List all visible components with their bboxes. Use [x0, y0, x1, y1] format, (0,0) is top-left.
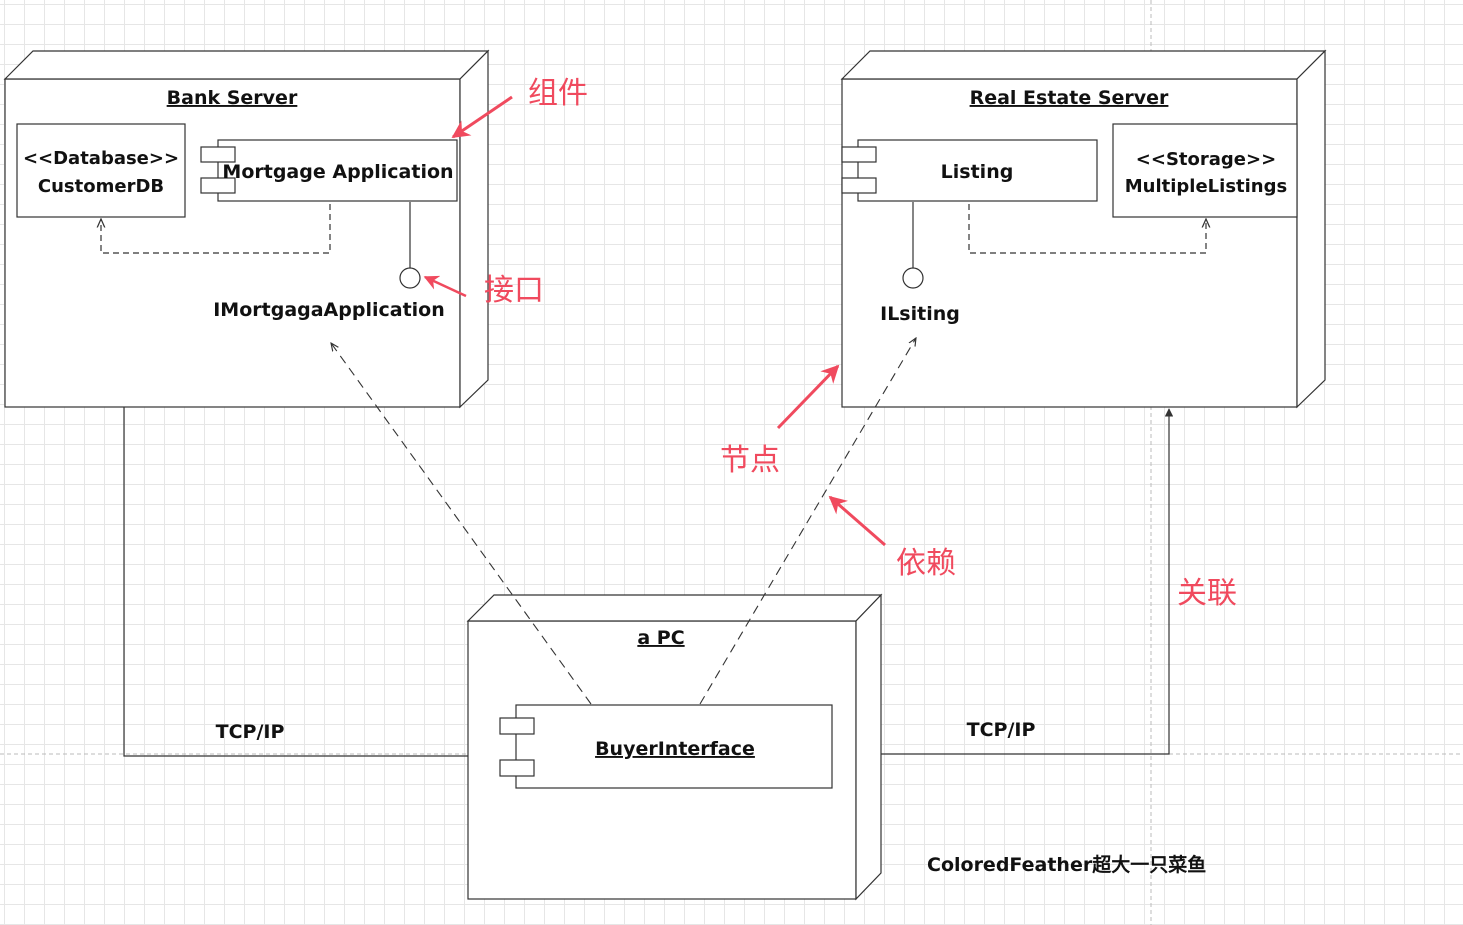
real-estate-server-title: Real Estate Server	[970, 87, 1169, 109]
mortgage-application-component[interactable]: Mortgage Application	[200, 139, 458, 202]
dependency-listing-storage	[968, 204, 1206, 254]
association-bank-pc	[123, 407, 468, 757]
dependency-buyer-ilisting	[699, 338, 916, 705]
association-pc-realestate	[881, 408, 1174, 755]
multiple-listings-name: MultipleListings	[1125, 176, 1287, 197]
component-port-icon	[841, 146, 877, 163]
annotation-arrow	[828, 495, 886, 547]
annotation-arrow	[423, 275, 467, 298]
interface-lollipop-icon	[399, 267, 421, 289]
left-tcp-label: TCP/IP	[216, 721, 285, 743]
annotation-component: 组件	[528, 76, 588, 111]
buyer-interface-component[interactable]: BuyerInterface	[499, 704, 833, 789]
pc-title: a PC	[637, 627, 684, 649]
component-port-icon	[499, 759, 535, 777]
author-watermark: ColoredFeather超大一只菜鱼	[927, 853, 1206, 876]
annotation-association: 关联	[1177, 576, 1237, 611]
ilisting-interface-label: ILsiting	[880, 303, 960, 325]
component-port-icon	[200, 146, 236, 163]
customer-db-stereotype: <<Database>>	[23, 148, 179, 169]
annotation-node: 节点	[720, 443, 780, 478]
annotation-dependency: 依赖	[896, 546, 956, 581]
interface-lollipop-icon	[902, 267, 924, 289]
annotation-interface: 接口	[484, 273, 544, 308]
listing-name: Listing	[941, 161, 1014, 183]
component-port-icon	[200, 177, 236, 194]
right-tcp-label: TCP/IP	[967, 719, 1036, 741]
listing-component[interactable]: Listing	[841, 139, 1098, 202]
component-port-icon	[499, 717, 535, 735]
annotation-arrow	[451, 95, 513, 139]
customer-db-component[interactable]: <<Database>> CustomerDB	[16, 123, 186, 218]
multiple-listings-stereotype: <<Storage>>	[1136, 149, 1276, 170]
buyer-interface-name: BuyerInterface	[595, 738, 755, 760]
annotation-arrow	[776, 364, 840, 430]
imortgage-interface-label: IMortgagaApplication	[213, 299, 445, 321]
multiple-listings-component[interactable]: <<Storage>> MultipleListings	[1112, 123, 1298, 218]
customer-db-name: CustomerDB	[38, 176, 164, 197]
dependency-mortgage-db	[101, 204, 331, 254]
mortgage-application-name: Mortgage Application	[222, 161, 453, 183]
component-port-icon	[841, 177, 877, 194]
bank-server-title: Bank Server	[167, 87, 298, 109]
